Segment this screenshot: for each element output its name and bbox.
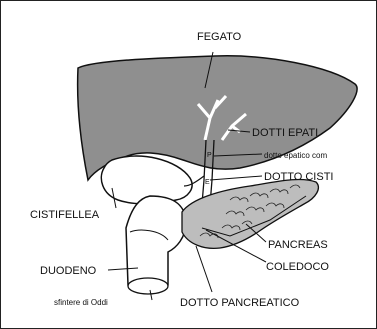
duodenum-opening-icon [128,278,168,294]
label-coledoco: COLEDOCO [266,261,329,273]
label-pancreas: PANCREAS [268,239,328,251]
label-duodeno: DUODENO [40,265,97,277]
duct-marker-e: E [205,179,210,186]
duct-marker-p: P [207,152,212,159]
label-dotto-epatico-comune: dotto epatico com [264,151,327,160]
label-cistifellea: CISTIFELLEA [30,209,100,221]
label-dotti-epatici: DOTTI EPATI [252,127,318,139]
label-sfintere-oddi: sfintere di Oddi [54,298,108,307]
label-dotto-cistico: DOTTO CISTI [264,171,333,183]
label-dotto-pancreatico: DOTTO PANCREATICO [180,297,300,309]
label-fegato: FEGATO [197,31,242,43]
